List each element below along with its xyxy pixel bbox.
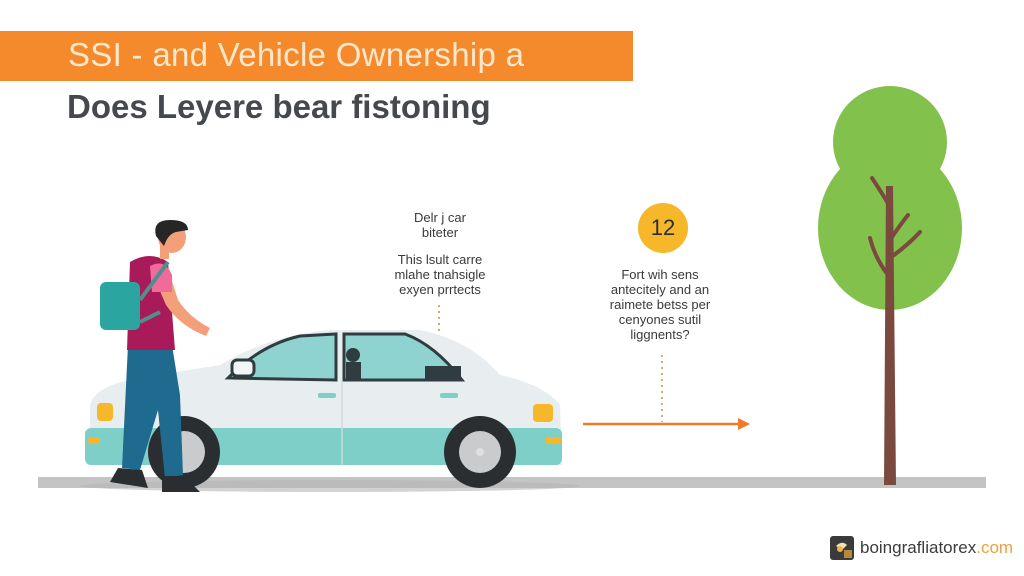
tree-icon <box>818 86 962 485</box>
step-note-line: antecitely and an <box>610 282 710 297</box>
car-note-heading-line: biteter <box>421 225 459 240</box>
logo-name: boingrafliatorex <box>860 538 977 557</box>
car-note-body: This lsult carre mlahe tnahsigle exyen p… <box>360 252 520 297</box>
step-note-line: raimete betss per <box>609 297 711 312</box>
step-note-line: cenyones sutil <box>618 312 702 327</box>
arrow-icon <box>583 355 750 430</box>
step-note-body: Fort wih sens antecitely and an raimete … <box>575 267 745 342</box>
page-subtitle: Does Leyere bear fistoning <box>67 88 491 125</box>
car-note-heading: Delr j car biteter <box>390 210 490 240</box>
car-note-body-line: mlahe tnahsigle <box>394 267 486 282</box>
person-icon <box>100 220 210 492</box>
car-note-heading-line: Delr j car <box>413 210 466 225</box>
step-note-line: Fort wih sens <box>621 267 699 282</box>
logo-text: boingrafliatorex.com <box>860 538 1013 558</box>
car-shadow <box>80 480 580 492</box>
car-note-body-line: exyen prrtects <box>399 282 481 297</box>
title-banner <box>0 31 633 81</box>
car-note-body-line: This lsult carre <box>397 252 483 267</box>
logo-icon <box>830 536 854 560</box>
step-number-badge: 12 <box>638 203 688 253</box>
banner-title: SSI - and Vehicle Ownership a <box>68 36 525 73</box>
logo-tld: .com <box>976 538 1014 557</box>
site-logo[interactable]: boingrafliatorex.com <box>830 536 1013 560</box>
step-note-line: liggnents? <box>630 327 690 342</box>
car-icon <box>85 330 562 488</box>
